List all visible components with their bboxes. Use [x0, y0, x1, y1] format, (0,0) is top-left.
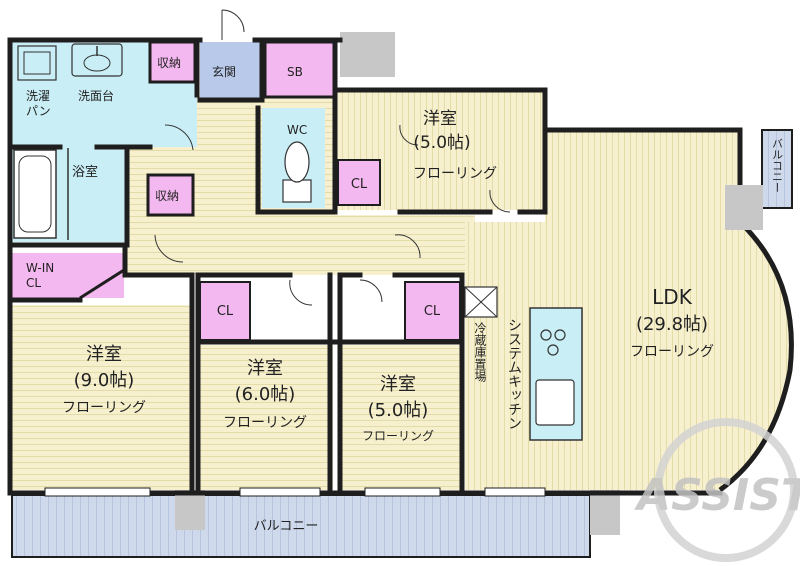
bedroom-mid-closet-label: CL — [217, 304, 234, 319]
bedroom-right-name: 洋室 — [380, 374, 416, 395]
bedroom-top-floor: フローリング — [413, 166, 497, 182]
basin-icon — [71, 43, 123, 77]
pillar — [725, 185, 763, 230]
toilet-label: WC — [287, 123, 307, 137]
balcony-small-label: バルコニー — [771, 138, 784, 193]
storage-mid-label: 収納 — [155, 189, 179, 203]
ldk-size: (29.8帖) — [636, 314, 708, 335]
bedroom-top-closet-label: CL — [351, 177, 368, 192]
bedroom-mid-size: (6.0帖) — [235, 384, 296, 405]
ldk-floor: フローリング — [630, 344, 714, 360]
storage-mid — [146, 173, 195, 217]
fridge-label: 冷蔵庫置場 — [473, 322, 487, 383]
bedroom-top-closet — [337, 159, 381, 206]
laundry-pan-label: 洗濯パン — [26, 89, 51, 118]
bedroom-right-closet-label: CL — [424, 304, 441, 319]
balcony-main-label: バルコニー — [254, 519, 319, 534]
entrance-label: 玄関 — [212, 64, 236, 79]
ldk-name: LDK — [652, 285, 693, 309]
bedroom-mid-name: 洋室 — [247, 358, 283, 379]
bedroom-right-floor: フローリング — [362, 429, 434, 443]
bedroom-left-floor: フローリング — [62, 400, 146, 416]
toilet-icon — [282, 179, 312, 203]
balcony-main — [11, 494, 591, 558]
bedroom-right-size: (5.0帖) — [368, 400, 429, 421]
basin-label: 洗面台 — [78, 88, 114, 103]
windows — [44, 487, 546, 497]
door-swings — [154, 9, 511, 306]
shoe-box-label: SB — [287, 65, 303, 79]
bedroom-right-closet — [404, 281, 461, 341]
storage-top-label: 収納 — [157, 56, 181, 70]
bedroom-mid-floor: フローリング — [223, 415, 307, 431]
bedroom-left — [12, 305, 192, 490]
walkin-closet — [12, 253, 124, 298]
entrance — [200, 42, 260, 100]
pillar — [340, 32, 395, 77]
svg-text:ASSIST: ASSIST — [634, 470, 800, 521]
bedroom-right — [340, 345, 462, 490]
bedroom-mid — [198, 345, 333, 490]
balcony-small — [761, 129, 793, 209]
bedroom-left-size: (9.0帖) — [74, 370, 135, 391]
laundry-pan-icon — [17, 45, 57, 81]
bedroom-left-name: 洋室 — [86, 344, 122, 365]
bedroom-top-size: (5.0帖) — [413, 133, 470, 153]
kitchen-label: システムキッチン — [506, 318, 522, 430]
laundry-pan-inner-icon — [23, 51, 51, 75]
bath-label: 浴室 — [72, 164, 98, 180]
assist-logo: ASSIST — [634, 418, 800, 562]
pillar — [175, 490, 205, 530]
pillar — [590, 490, 620, 535]
bedroom-top-name: 洋室 — [423, 109, 457, 129]
